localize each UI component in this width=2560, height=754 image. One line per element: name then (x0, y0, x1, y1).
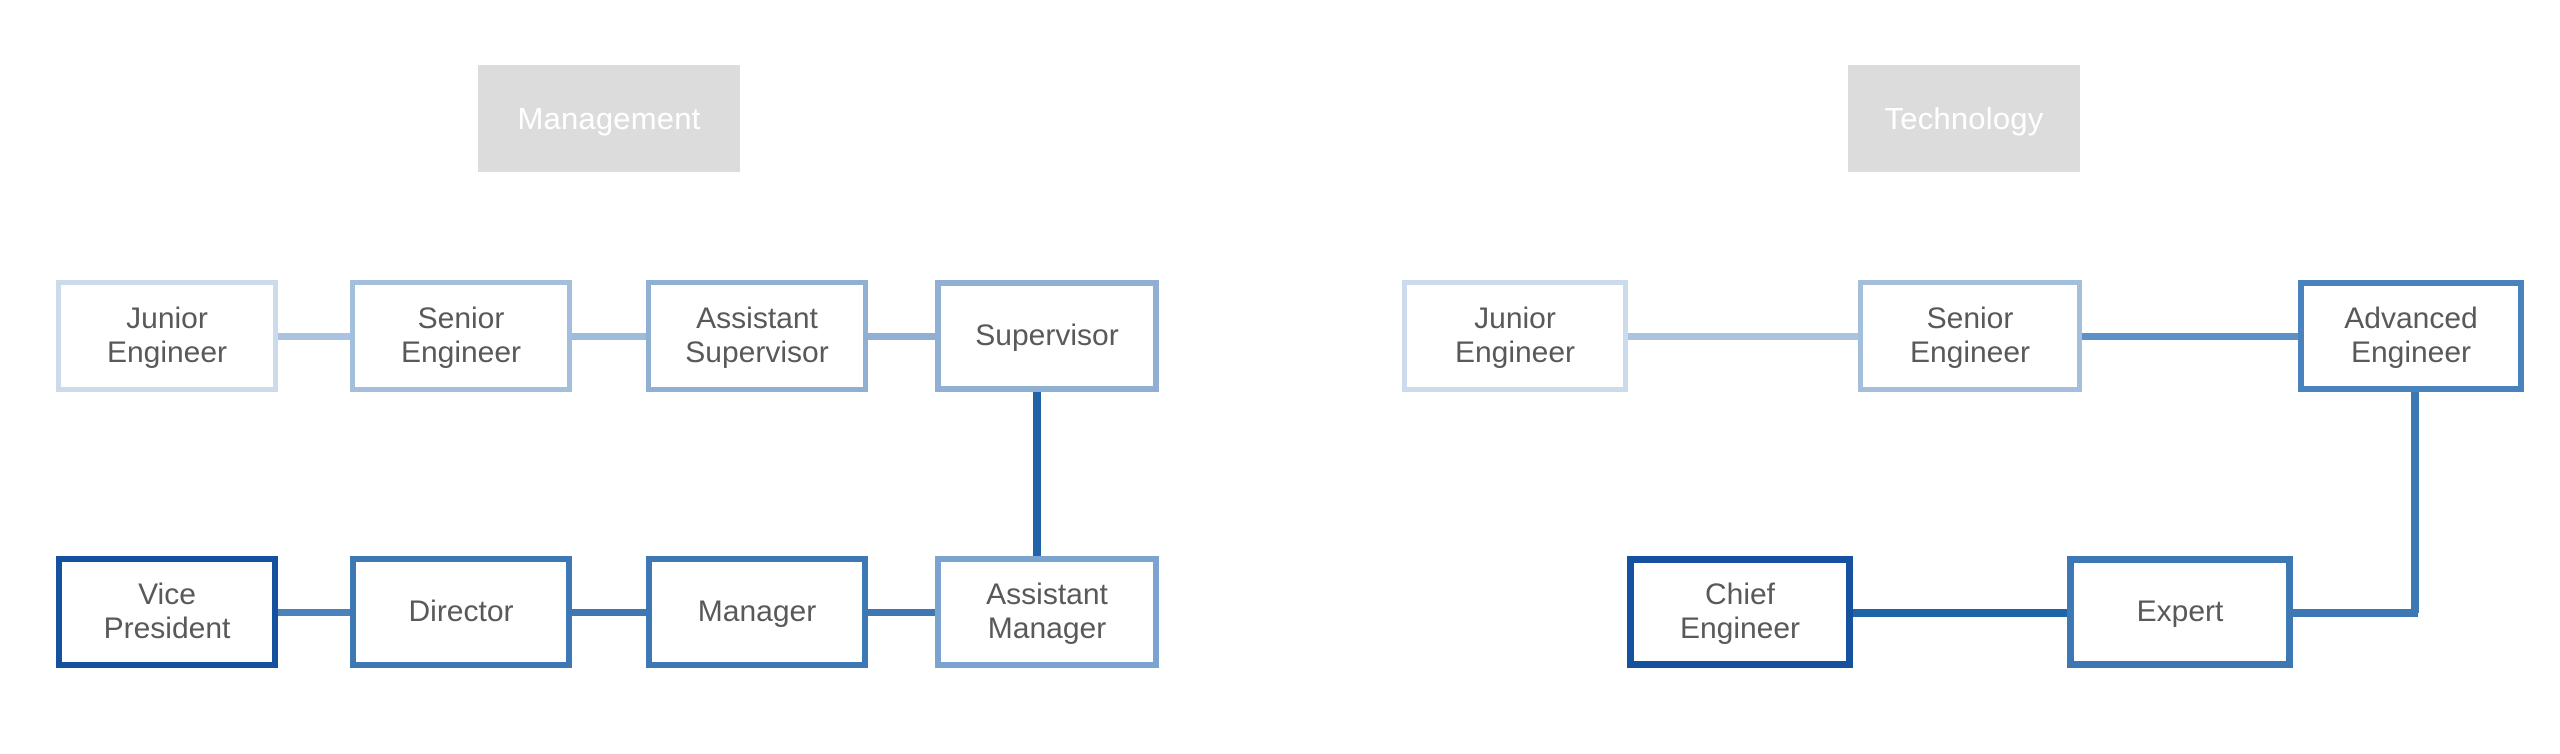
node-label: Supervisor (975, 319, 1119, 353)
track-header-label: Management (517, 100, 701, 136)
node-label: Director (408, 595, 514, 629)
connector-mgmt-c6 (572, 609, 646, 616)
connector-mgmt-c2 (572, 333, 646, 340)
track-header-label: Technology (1884, 100, 2044, 136)
node-mgmt-director[interactable]: Director (350, 556, 572, 668)
node-label: Expert (2136, 595, 2224, 629)
track-header-management: Management (478, 65, 740, 172)
connector-tech-c1 (1628, 333, 1858, 340)
connector-tech-c5 (2411, 392, 2419, 613)
node-mgmt-manager[interactable]: Manager (646, 556, 868, 668)
node-tech-expert[interactable]: Expert (2067, 556, 2293, 668)
connector-mgmt-c3 (868, 333, 935, 340)
connector-mgmt-c4 (1033, 392, 1041, 556)
connector-tech-c2 (2082, 333, 2298, 340)
track-header-technology: Technology (1848, 65, 2080, 172)
connector-mgmt-c1 (278, 333, 350, 340)
connector-tech-c3 (1853, 609, 2067, 617)
connector-mgmt-c5 (278, 609, 350, 616)
node-mgmt-supervisor[interactable]: Supervisor (935, 280, 1159, 392)
connector-mgmt-c7 (868, 609, 935, 616)
node-label: Manager (697, 595, 817, 629)
connector-tech-c4 (2293, 609, 2418, 617)
